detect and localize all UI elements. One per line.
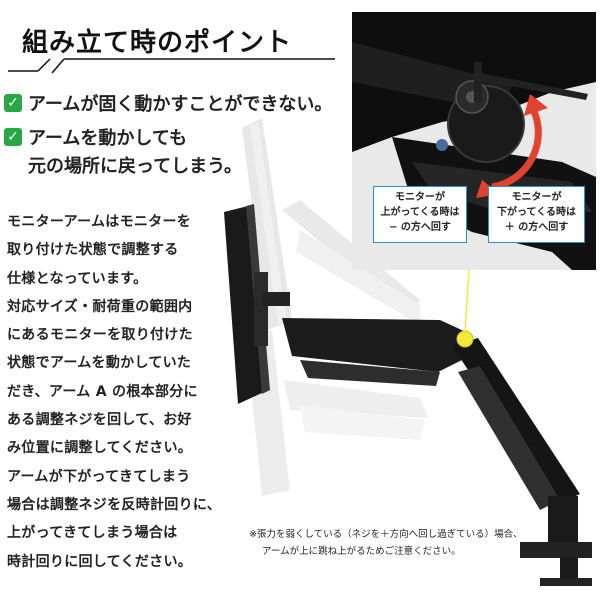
paragraph-line: み位置に調整してください。 (7, 440, 193, 457)
callout-line: モニターが (511, 192, 562, 203)
footnote-line: アームが上に跳ね上がるためご注意ください。 (262, 546, 461, 557)
paragraph-line: にあるモニターを取り付けた (7, 327, 193, 344)
callout-line: 上がってくる時は (380, 207, 460, 218)
checklist-item-1: ✓ アームが固く動かすことができない。 (4, 92, 332, 118)
callout-raise: モニターが 上がってくる時は − の方へ回す (373, 186, 467, 243)
forearm (282, 318, 466, 386)
paragraph-line: だき、アーム A の根本部分に (7, 383, 198, 400)
checklist-item-text-line2: 元の場所に戻ってしまう。 (28, 156, 243, 177)
instruction-paragraph: モニターアームはモニターを 取り付けた状態で調整する 仕様となっています。 対応… (7, 208, 227, 576)
check-mark-icon: ✓ (4, 94, 22, 112)
paragraph-line: 取り付けた状態で調整する (7, 242, 179, 259)
check-mark-icon: ✓ (4, 128, 22, 146)
monitor (224, 204, 290, 404)
callout-lower: モニターが 下がってくる時は ＋ の方へ回す (488, 186, 585, 243)
ghost-arm-upper (282, 200, 420, 325)
title-underline (8, 58, 335, 74)
footnote-line: ※張力を弱くしている（ネジを＋方向へ回し過ぎている）場合、 (249, 529, 523, 540)
checklist-item-text: アームを動かしても (28, 128, 187, 149)
checklist-item-2: ✓ アームを動かしても (4, 126, 187, 152)
paragraph-line: 仕様となっています。 (7, 270, 148, 287)
paragraph-line: ある調整ネジを回して、お好 (7, 412, 192, 429)
paragraph-line: 上がってきてしまう場合は (7, 525, 178, 542)
rotation-arrow (491, 105, 542, 191)
paragraph-line: モニターアームはモニターを (7, 214, 192, 230)
ghost-monitor-upper (242, 118, 292, 330)
paragraph-line: アームが下がってきてしまう (7, 468, 191, 485)
gas-spring-arm (452, 338, 580, 510)
paragraph-line: 状態でアームを動かしていた (7, 355, 192, 372)
page-title: 組み立て時のポイント (22, 28, 293, 58)
pivot-highlight (456, 330, 474, 348)
callout-line: 下がってくる時は (497, 207, 576, 218)
callout-line: モニターが (395, 192, 445, 203)
paragraph-line: 時計回りに回してください。 (7, 553, 193, 570)
desk-clamp (520, 496, 592, 586)
paragraph-line: 対応サイズ・耐荷重の範囲内 (7, 298, 193, 315)
checklist-item-text: アームが固く動かすことができない。 (28, 94, 333, 115)
callout-line: ＋ の方へ回す (504, 222, 569, 233)
ghost-arm-lower (284, 380, 428, 440)
paragraph-line: 場合は調整ネジを反時計回りに、 (7, 496, 222, 513)
callout-line: − の方へ回す (389, 222, 451, 233)
